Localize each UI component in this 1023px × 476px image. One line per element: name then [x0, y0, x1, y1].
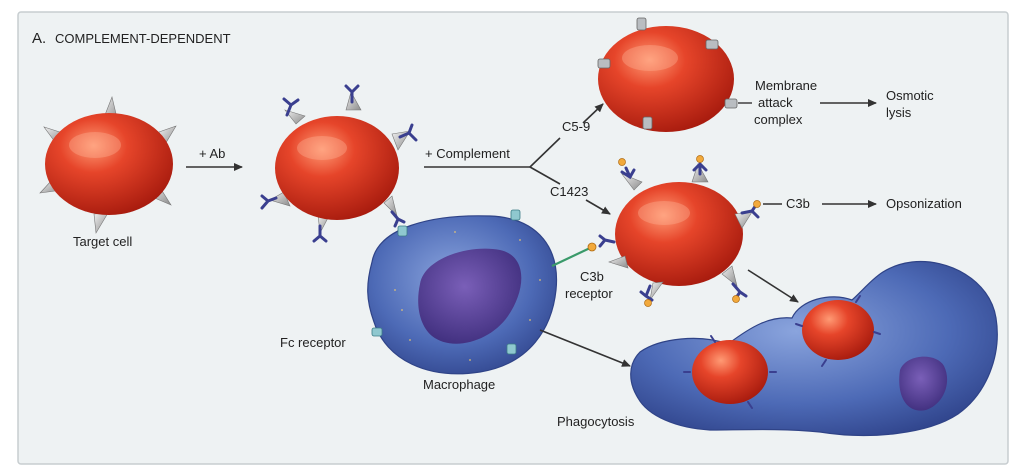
phagocyte-nucleus — [899, 356, 948, 411]
c3b-receptor-label-line1: C3b — [580, 269, 604, 284]
c3b-receptor-label-line2: receptor — [565, 286, 613, 301]
phagocytosis-label: Phagocytosis — [557, 414, 635, 429]
antibody-coated-cell — [260, 84, 418, 243]
c1423-label: C1423 — [550, 184, 588, 199]
macrophage-label: Macrophage — [423, 377, 495, 392]
opsonization-label: Opsonization — [886, 196, 962, 211]
c3b-label: C3b — [786, 196, 810, 211]
fc-receptor-label: Fc receptor — [280, 335, 346, 350]
arrow-macrophage-to-phagocytosis — [539, 329, 631, 367]
antibody-icon — [260, 84, 418, 243]
mac-label-line1: Membrane — [755, 78, 817, 93]
c3b-coated-cell — [598, 155, 761, 307]
complement-branch — [424, 137, 561, 185]
antibody-icon — [598, 161, 760, 302]
arrow-to-mac-cell — [582, 103, 604, 124]
osmotic-label-line2: lysis — [886, 105, 912, 120]
c3b-receptor-icon — [587, 242, 597, 252]
c3b-molecule-icon — [618, 155, 761, 307]
plus-ab-label: + Ab — [199, 146, 225, 161]
figure-title: COMPLEMENT-DEPENDENT — [55, 31, 231, 46]
engulfed-cell — [692, 340, 768, 404]
fc-receptor-icon — [371, 209, 521, 355]
mac-cell — [597, 17, 738, 132]
macrophage-nucleus — [418, 248, 522, 344]
mac-label-line3: complex — [754, 112, 803, 127]
macrophage — [367, 209, 597, 375]
phagocyte — [630, 260, 998, 437]
panel-letter: A. — [32, 30, 46, 47]
osmotic-label-line1: Osmotic — [886, 88, 934, 103]
membrane-attack-complex-pore-icon — [597, 17, 738, 130]
mac-label-line2: attack — [758, 95, 793, 110]
arrow-cell-to-phagocytosis — [747, 269, 799, 303]
target-cell-label: Target cell — [73, 234, 132, 249]
arrow-to-c3b-cell — [585, 199, 611, 215]
engulfed-cell — [802, 300, 874, 360]
target-cell — [39, 96, 177, 234]
plus-complement-label: + Complement — [425, 146, 510, 161]
